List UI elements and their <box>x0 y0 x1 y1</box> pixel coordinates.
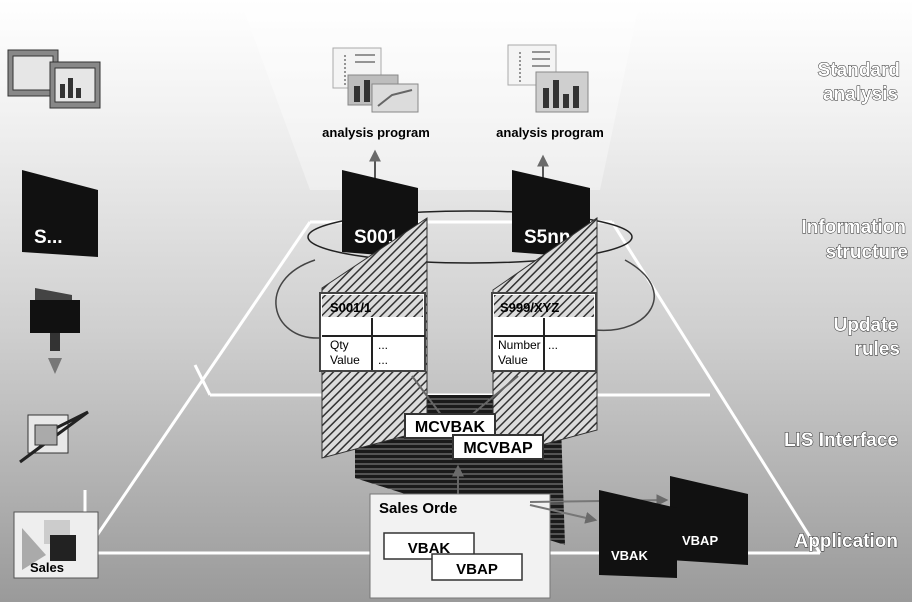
update-loop-left <box>275 259 321 339</box>
db-table-vbap-label: VBAP <box>682 533 718 548</box>
chart-report-icon-left <box>332 47 419 113</box>
update-rule-left-value-2: ... <box>378 353 388 367</box>
analysis-program-left-label: analysis program <box>322 125 430 140</box>
update-loop-right <box>594 259 655 332</box>
update-rule-right-value-1: ... <box>548 338 558 352</box>
sales-icon-label: Sales <box>30 560 64 575</box>
db-table-vbap: VBAP <box>670 476 748 565</box>
update-rule-left-row-value: Value <box>330 353 360 367</box>
update-rule-right-row-number: Number <box>498 338 541 352</box>
sales-order-document: Sales Orde VBAK VBAP <box>369 493 551 599</box>
layer-update-rules: Update <box>834 315 898 336</box>
layer-lis-interface: LIS Interface <box>784 430 898 451</box>
mcvbap-label: MCVBAP <box>463 440 533 457</box>
update-rule-title-right: S999/XYZ <box>500 300 559 315</box>
layer-information-structure: Information <box>802 217 907 238</box>
s5nn-label: S5nn <box>524 227 570 248</box>
update-rule-left-value-1: ... <box>378 338 388 352</box>
report-window-icon <box>7 49 101 109</box>
update-rule-icon <box>30 288 80 374</box>
arrow-mcv-to-s999 <box>467 375 519 419</box>
layer-standard-analysis: Standard <box>818 60 900 81</box>
sales-order-vbap: VBAP <box>456 561 498 578</box>
mcvbak-label: MCVBAK <box>415 419 486 436</box>
update-rule-left-row-qty: Qty <box>330 338 349 352</box>
update-rule-table-s001: S001/1 Qty Value ... ... <box>319 292 426 372</box>
update-rule-right-row-value: Value <box>498 353 528 367</box>
info-structure-s001: S001 <box>342 170 418 258</box>
chart-report-icon-right <box>507 44 589 113</box>
update-rule-table-s999: S999/XYZ Number Value ... <box>491 292 597 372</box>
layer-update-rules-line2: rules <box>855 339 900 360</box>
info-structure-icon-label: S... <box>34 227 63 248</box>
update-rule-title-left: S001/1 <box>330 300 371 315</box>
analysis-program-right-label: analysis program <box>496 125 604 140</box>
layer-application: Application <box>795 531 898 552</box>
s001-label: S001 <box>354 227 399 248</box>
mcvbap-structure: MCVBAP <box>452 434 544 460</box>
layer-information-structure-line2: structure <box>826 242 908 263</box>
sales-order-label: Sales Orde <box>379 500 457 517</box>
sales-icon: Sales <box>13 511 99 579</box>
layer-standard-analysis-line2: analysis <box>823 84 898 105</box>
info-structure-icon: S... <box>22 170 98 257</box>
sales-order-vbak: VBAK <box>408 540 451 557</box>
mcvbak-structure: MCVBAK <box>404 413 496 439</box>
interface-plug-icon <box>19 410 89 464</box>
arrow-mcv-to-s001 <box>411 375 446 421</box>
arrow-to-vbak-table <box>529 504 598 524</box>
db-table-vbak: VBAK <box>599 490 677 578</box>
db-table-vbak-label: VBAK <box>611 548 648 563</box>
info-structure-ring <box>307 210 633 264</box>
